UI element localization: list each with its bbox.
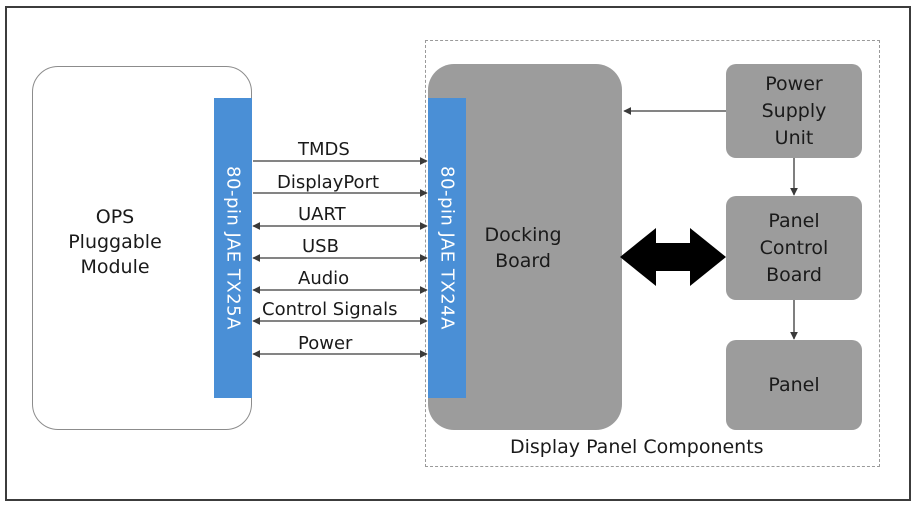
display-panel-components-group [425,40,880,467]
connector-jae-tx24a: 80-pin JAE TX24A [428,98,466,398]
signal-label-control-signals: Control Signals [262,299,398,320]
signal-label-power: Power [298,333,353,354]
ops-module-label: OPS Pluggable Module [68,206,162,278]
panel: Panel [726,340,862,430]
signal-label-audio: Audio [298,268,350,289]
signal-label-tmds: TMDS [298,139,350,160]
panel-control-board: Panel Control Board [726,196,862,300]
signal-label-displayport: DisplayPort [277,172,380,193]
signal-label-usb: USB [302,236,339,257]
display-panel-components-label: Display Panel Components [510,436,764,458]
signal-label-uart: UART [298,204,346,225]
docking-board-label: Docking Board [484,224,562,272]
connector-jae-tx25a: 80-pin JAE TX25A [214,98,252,398]
bidirectional-arrow-docking-to-panel-control [620,228,726,286]
power-supply-unit: Power Supply Unit [726,64,862,158]
